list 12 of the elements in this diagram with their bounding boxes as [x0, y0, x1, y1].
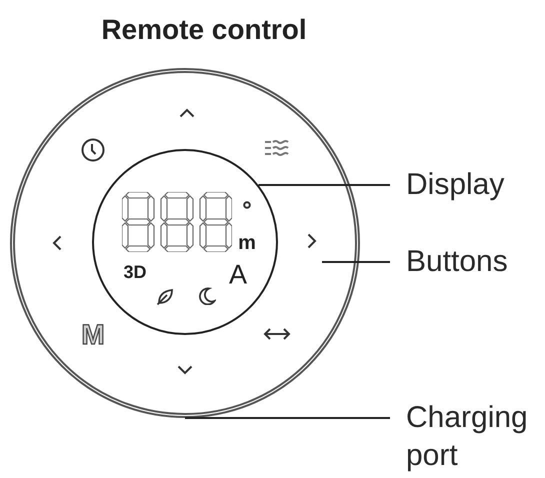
display-indicator: 3D — [124, 263, 146, 281]
display-indicator: m — [238, 233, 256, 253]
display-indicator: A — [229, 262, 247, 288]
leader-line — [258, 184, 390, 186]
leader-line — [322, 261, 390, 263]
callout-label: Buttons — [390, 243, 508, 281]
leader-line — [185, 417, 390, 419]
callout-label: Charging port — [390, 399, 532, 475]
title: Remote control — [101, 14, 307, 46]
remote-control-body — [10, 68, 360, 418]
mode-button-symbol: M — [81, 321, 105, 349]
callout-label: Display — [390, 166, 504, 204]
